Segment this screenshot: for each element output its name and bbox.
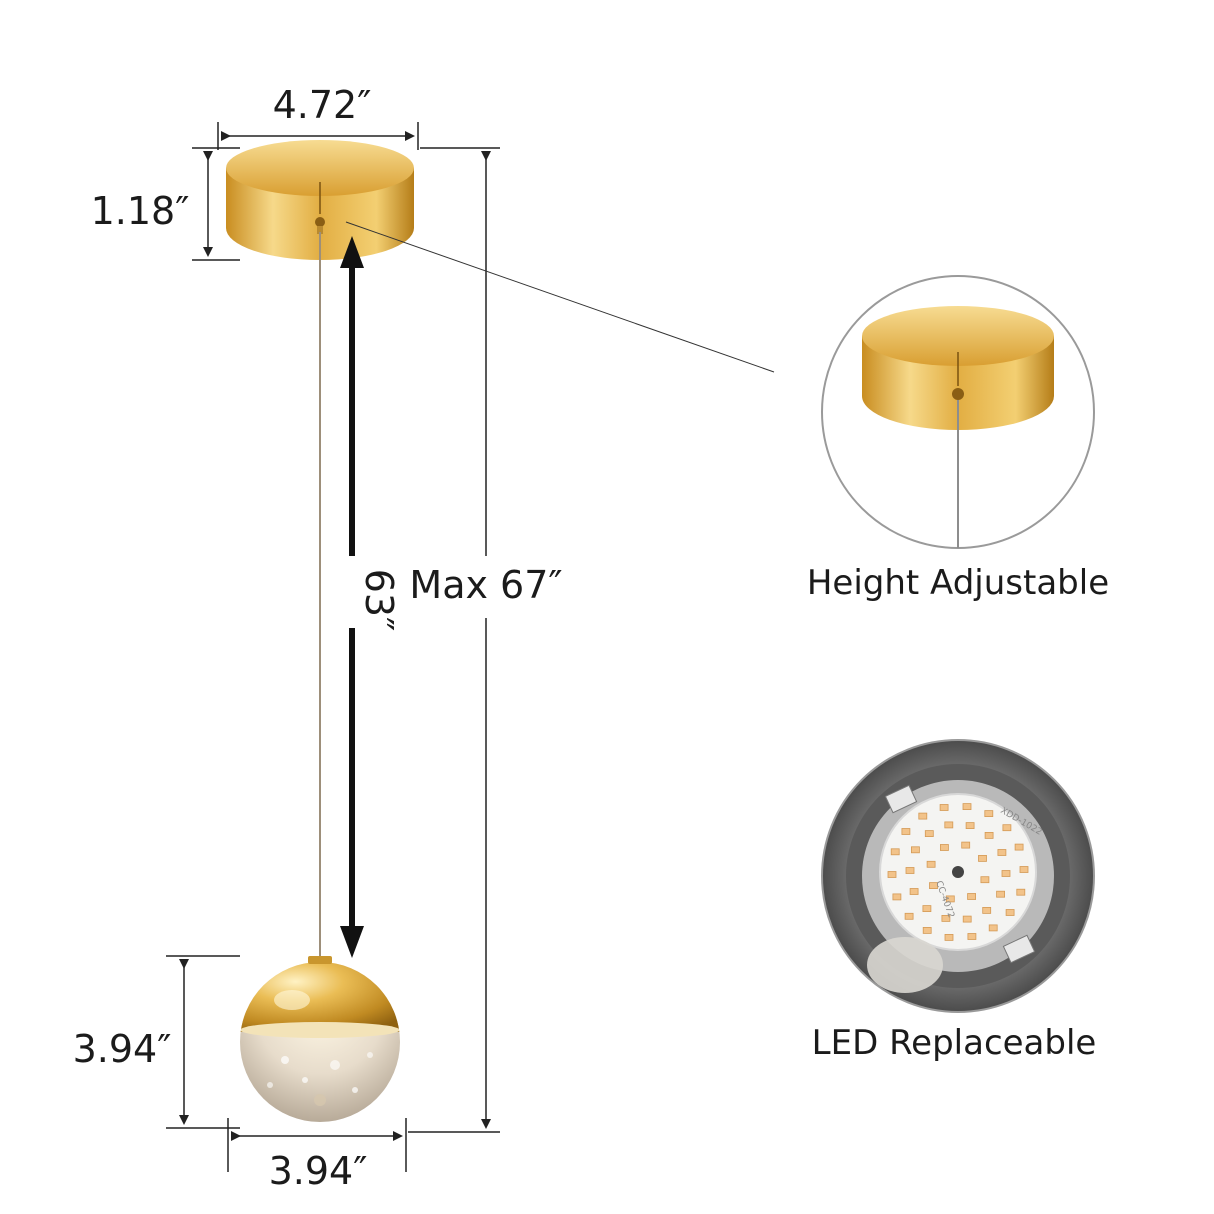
canopy-height-label: 1.18″ [91,189,190,233]
max-height-label: Max 67″ [409,563,562,607]
led-chip [887,871,897,878]
led-connector [884,784,918,814]
height-adjustable-detail [821,275,1095,549]
led-chip [996,890,1005,898]
shade-height-label: 3.94″ [73,1027,172,1071]
led-chip [997,849,1007,856]
led-chip [945,895,955,903]
led-chip [984,810,994,817]
led-chip-grid [887,803,1029,941]
max-height-dimension [408,147,500,1133]
led-chip [982,907,992,914]
led-chip [944,821,954,829]
led-chip [965,822,975,829]
led-chip [980,876,990,884]
led-chip [984,832,994,839]
led-chip [1014,843,1024,851]
led-chip [940,844,949,851]
cable-length-label: 63″ [357,569,401,632]
led-chip [922,927,932,934]
shade-width-label: 3.94″ [269,1149,368,1193]
led-chip [918,812,928,820]
led-chip [939,804,949,811]
led-chip [1016,888,1026,896]
led-chip [967,893,976,900]
led-chip [1002,824,1012,832]
led-chip [1001,870,1011,877]
canopy-width-dimension [217,122,419,150]
led-chip [926,860,936,868]
led-chip [967,933,977,940]
canopy-height-dimension [192,147,240,261]
led-connector [1002,934,1036,964]
led-chip [924,830,934,837]
led-chip [909,888,919,895]
led-chip [978,855,987,862]
led-chip [905,867,915,874]
led-chip [988,924,998,932]
led-chip [1005,909,1015,916]
led-chip [961,841,971,849]
led-chip [904,912,914,920]
led-chip [962,803,972,810]
detail-pointer-line [345,221,775,373]
led-replaceable-label: LED Replaceable [812,1023,1097,1063]
ball-shade [240,956,400,1122]
shade-width-dimension [227,1118,407,1172]
cable-length-arrow [340,236,364,958]
led-chip [962,915,972,923]
shade-height-dimension [166,955,240,1129]
led-chip [944,934,954,941]
led-chip [1019,866,1029,873]
led-chip [922,905,932,912]
ceiling-canopy [226,140,414,260]
led-chip [892,893,902,901]
led-chip [941,915,951,922]
height-adjustable-label: Height Adjustable [807,563,1109,603]
canopy-width-label: 4.72″ [273,83,372,127]
led-chip [911,846,920,854]
led-chip [901,828,911,835]
led-replaceable-detail: XDD-1022 CC-4072 [821,739,1095,1013]
led-chip [890,848,900,856]
led-chip [929,882,938,889]
